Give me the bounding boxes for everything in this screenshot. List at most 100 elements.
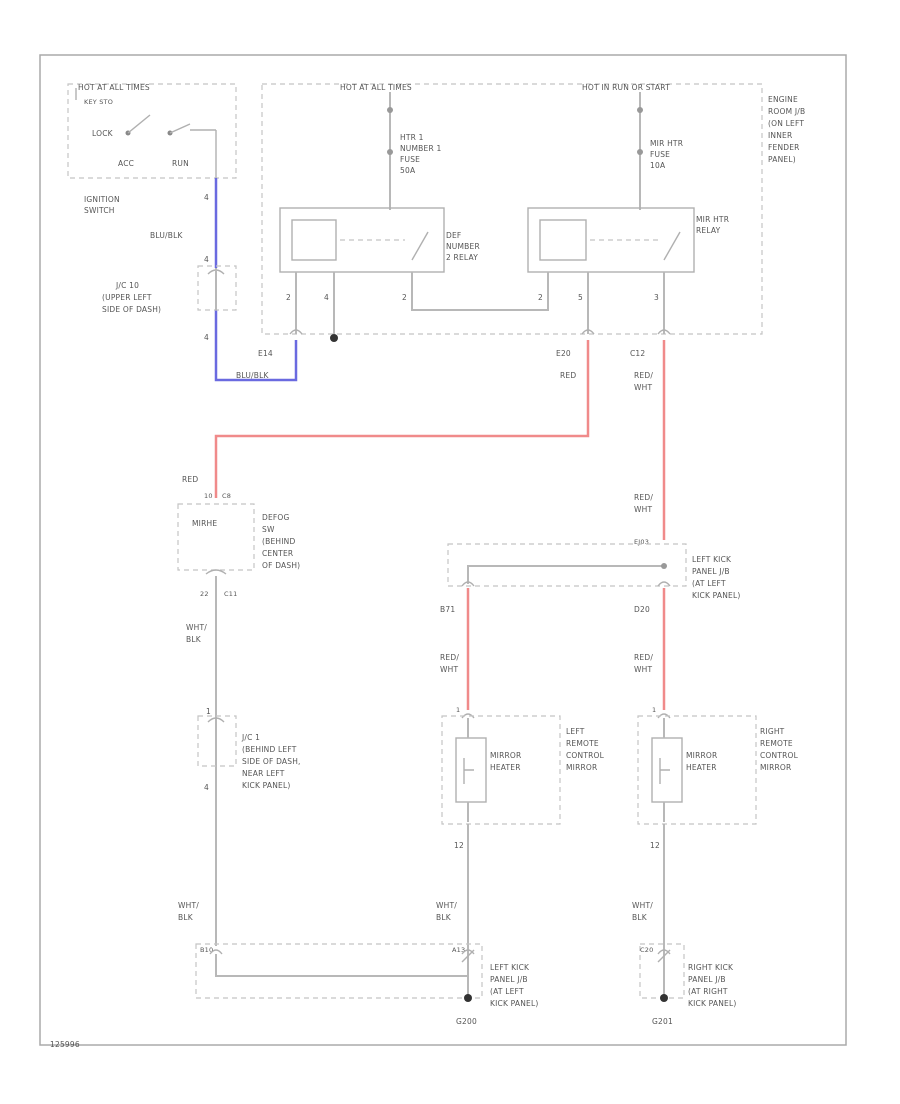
right-mirror-box	[637, 715, 757, 825]
relay2-label-2: RELAY	[696, 226, 721, 235]
left-ground-terminal-a	[209, 949, 223, 955]
right-mirror-pin-bottom: 12	[650, 841, 660, 850]
defogger-inner-label: MIRHE	[192, 519, 217, 528]
fuse-box-wire-left: RED	[560, 371, 576, 380]
kick-jb-wire-out-right-1: RED/	[634, 653, 653, 662]
right-mirror-name-2: REMOTE	[760, 739, 793, 748]
left-mirror-box	[441, 715, 561, 825]
right-ground-name-1: RIGHT KICK	[688, 963, 734, 972]
fuse-box-terminal-3	[657, 329, 671, 335]
fuse2-label-2: FUSE	[650, 150, 670, 159]
defogger-name-5: OF DASH)	[262, 561, 300, 570]
defogger-connector: C8	[222, 492, 231, 500]
kick-jb-terminal-left	[461, 581, 475, 587]
jc1-name-3: SIDE OF DASH,	[242, 757, 301, 766]
kick-jb-name-3: (AT LEFT	[692, 579, 726, 588]
right-mirror-ground-wire-1: WHT/	[632, 901, 653, 910]
relay2-coil	[539, 219, 587, 261]
jc1-box	[197, 715, 237, 767]
jc10-pin-top: 4	[204, 255, 209, 264]
jc1-ground-wire-1: WHT/	[178, 901, 199, 910]
left-mirror-ground-wire-2: BLK	[436, 913, 452, 922]
heater-icon	[463, 758, 474, 784]
left-ground-name-4: KICK PANEL)	[490, 999, 539, 1008]
fuse1-label-2: NUMBER 1	[400, 144, 441, 153]
relay1-label-3: 2 RELAY	[446, 253, 478, 262]
fuse-box-wire-right-2: WHT	[634, 383, 652, 392]
left-mirror-pin-bottom: 12	[454, 841, 464, 850]
jc1-terminal-top	[207, 717, 225, 723]
ignition-run-label: RUN	[172, 159, 189, 168]
right-mirror-terminal-top	[657, 713, 671, 719]
defogger-switch: RED 10 C8 MIRHE DEFOG SW (BEHIND CENTER …	[177, 475, 300, 644]
fuse-box-terminal-2	[581, 329, 595, 335]
pin-e: 5	[578, 293, 583, 302]
right-ground-name-3: (AT RIGHT	[688, 987, 728, 996]
right-ground-pin: C20	[640, 946, 653, 954]
jc10-pin-bottom: 4	[204, 333, 209, 342]
defogger-wire-color: RED	[182, 475, 198, 484]
kick-jb-name-1: LEFT KICK	[692, 555, 732, 564]
defogger-name-2: SW	[262, 525, 275, 534]
ground-icon	[660, 994, 668, 1002]
relay1-box	[279, 207, 445, 273]
right-mirror-pin-top: 1	[652, 706, 656, 714]
pin-a: 2	[286, 293, 291, 302]
fuse-box-right-header: HOT IN RUN OR START	[582, 83, 670, 92]
right-mirror-name-1: RIGHT	[760, 727, 785, 736]
ignition-switch: HOT AT ALL TIMES KEY STO LOCK ACC RUN IG…	[67, 83, 237, 240]
junction-connector-1: 1 4 J/C 1 (BEHIND LEFT SIDE OF DASH, NEA…	[178, 707, 301, 922]
jc1-name-4: NEAR LEFT	[242, 769, 285, 778]
left-mirror-heater-1: MIRROR	[490, 751, 521, 760]
relay1-contact-arm	[411, 231, 429, 261]
right-mirror-heater-2: HEATER	[686, 763, 717, 772]
fuse1-label-4: 50A	[400, 166, 416, 175]
defogger-ground-wire-1: WHT/	[186, 623, 207, 632]
right-ground-name-4: KICK PANEL)	[688, 999, 737, 1008]
left-remote-control-mirror: 1 MIRROR HEATER LEFT REMOTE CONTROL MIRR…	[436, 706, 605, 922]
junction-connector-10: 4 4 J/C 10 (UPPER LEFT SIDE OF DASH) E14…	[102, 255, 273, 380]
jc1-name-2: (BEHIND LEFT	[242, 745, 297, 754]
ignition-switch-box	[67, 83, 237, 179]
left-mirror-name-4: MIRROR	[566, 763, 597, 772]
ignition-hot-label: HOT AT ALL TIMES	[78, 83, 150, 92]
defogger-name-4: CENTER	[262, 549, 293, 558]
heater-icon	[659, 758, 670, 784]
jc10-name-3: SIDE OF DASH)	[102, 305, 161, 314]
fuse-box-connector-right: C12	[630, 349, 645, 358]
jc1-name-1: J/C 1	[241, 733, 260, 742]
fuse-box-left-header: HOT AT ALL TIMES	[340, 83, 412, 92]
kick-jb-box	[447, 543, 687, 587]
left-ground-name-1: LEFT KICK	[490, 963, 530, 972]
defogger-box	[177, 503, 255, 571]
ground-icon	[464, 994, 472, 1002]
kick-jb-wire-out-left-2: WHT	[440, 665, 458, 674]
fuse-box-connector-left: E20	[556, 349, 571, 358]
fuse-box-name-1: ENGINE	[768, 95, 798, 104]
left-ground-pin-b: A13	[452, 946, 465, 954]
right-remote-control-mirror: 1 MIRROR HEATER RIGHT REMOTE CONTROL MIR…	[632, 706, 798, 922]
pin-b: 4	[324, 293, 329, 302]
left-ground-pin-a: B10	[200, 946, 213, 954]
relay1-label-1: DEF	[446, 231, 461, 240]
jc10-name-2: (UPPER LEFT	[102, 293, 152, 302]
defogger-ground-wire-2: BLK	[186, 635, 202, 644]
right-mirror-heater-1: MIRROR	[686, 751, 717, 760]
jc1-ground-wire-2: BLK	[178, 913, 194, 922]
relay2-label-1: MIR HTR	[696, 215, 729, 224]
left-ground-terminal-b	[461, 949, 475, 955]
jc10-connector: E14	[258, 349, 273, 358]
diagram-code: 125996	[50, 1040, 80, 1049]
fuse2-node-bottom	[637, 149, 643, 155]
right-ground-switch-mark	[657, 949, 671, 963]
left-mirror-name-3: CONTROL	[566, 751, 605, 760]
left-mirror-heater-element	[455, 737, 487, 803]
fuse-box-terminal-1	[289, 329, 303, 335]
fuse-box-ground-icon	[330, 334, 338, 342]
jc10-name-1: J/C 10	[115, 281, 139, 290]
left-mirror-pin-top: 1	[456, 706, 460, 714]
right-ground-junction: C20 RIGHT KICK PANEL J/B (AT RIGHT KICK …	[639, 943, 737, 1026]
fuse-box-name-4: INNER	[768, 131, 792, 140]
